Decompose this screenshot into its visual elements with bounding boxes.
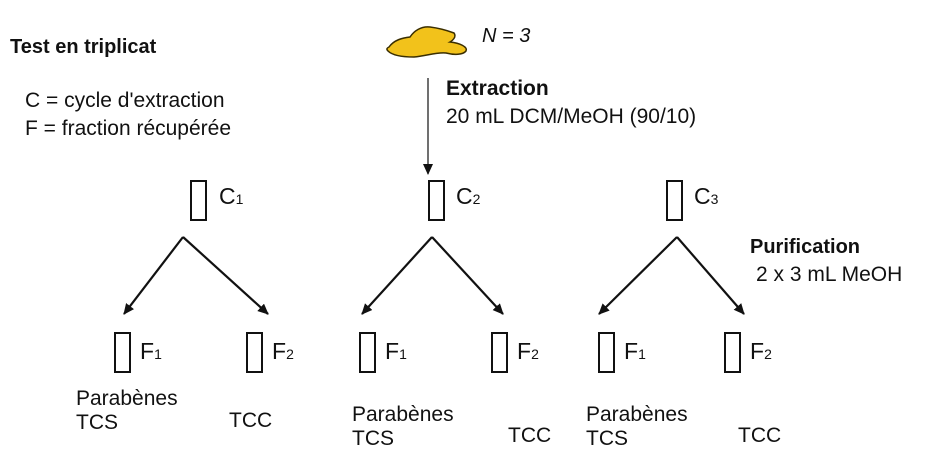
fraction-c3-f1-label: F1 bbox=[624, 338, 646, 364]
branch-c2-f1-arrow bbox=[361, 236, 433, 315]
fraction-c2-f1-label: F1 bbox=[385, 338, 407, 364]
analyte-c2-f2: TCC bbox=[508, 424, 552, 447]
sample-count-var: N bbox=[482, 25, 497, 47]
diagram-heading: Test en triplicat bbox=[10, 36, 157, 58]
fraction-c3-f2-label: F2 bbox=[750, 338, 772, 364]
sample-count-value: = 3 bbox=[496, 25, 531, 47]
legend-fraction: F = fraction récupérée bbox=[25, 117, 232, 140]
cycle-3-subscript: 3 bbox=[710, 191, 719, 207]
sample-blob-icon bbox=[386, 26, 468, 58]
branch-c2-f2-arrow bbox=[431, 236, 504, 315]
branch-c3-f1-arrow bbox=[598, 236, 678, 315]
fraction-c2-f2-label: F2 bbox=[517, 338, 539, 364]
fraction-c1-f1-label: F1 bbox=[140, 338, 162, 364]
cycle-2-label: C2 bbox=[456, 183, 481, 209]
extraction-title: Extraction bbox=[446, 77, 549, 100]
analyte-c3-f1-line1: Parabènes bbox=[586, 403, 688, 426]
branch-c3-f2-arrow bbox=[676, 236, 745, 315]
legend-cycle: C = cycle d'extraction bbox=[25, 89, 225, 112]
fraction-c1-f2-label: F2 bbox=[272, 338, 294, 364]
analyte-c2-f1-line1: Parabènes bbox=[352, 403, 454, 426]
cycle-1-label: C1 bbox=[219, 183, 244, 209]
branch-c1-f1-arrow bbox=[123, 236, 184, 315]
fraction-c2-f2-box bbox=[491, 332, 508, 373]
analyte-c1-f1-line2: TCS bbox=[76, 411, 118, 434]
analyte-c1-f1-line1: Parabènes bbox=[76, 387, 178, 410]
extraction-detail: 20 mL DCM/MeOH (90/10) bbox=[446, 105, 697, 128]
cycle-1-box bbox=[190, 180, 207, 221]
cycle-1-subscript: 1 bbox=[235, 191, 244, 207]
fraction-c2-f1-box bbox=[359, 332, 376, 373]
purification-title: Purification bbox=[750, 236, 861, 258]
purification-detail: 2 x 3 mL MeOH bbox=[756, 263, 903, 286]
sample-count-label: N = 3 bbox=[482, 26, 530, 46]
analyte-c1-f2: TCC bbox=[229, 409, 273, 432]
cycle-2-subscript: 2 bbox=[472, 191, 481, 207]
analyte-c2-f1-line2: TCS bbox=[352, 427, 394, 450]
branch-c1-f2-arrow bbox=[182, 236, 269, 315]
cycle-3-box bbox=[666, 180, 683, 221]
analyte-c3-f2: TCC bbox=[738, 424, 782, 447]
cycle-3-label: C3 bbox=[694, 183, 719, 209]
fraction-c3-f1-box bbox=[598, 332, 615, 373]
fraction-c1-f1-box bbox=[114, 332, 131, 373]
cycle-2-box bbox=[428, 180, 445, 221]
fraction-c1-f2-box bbox=[246, 332, 263, 373]
analyte-c3-f1-line2: TCS bbox=[586, 427, 628, 450]
fraction-c3-f2-box bbox=[724, 332, 741, 373]
